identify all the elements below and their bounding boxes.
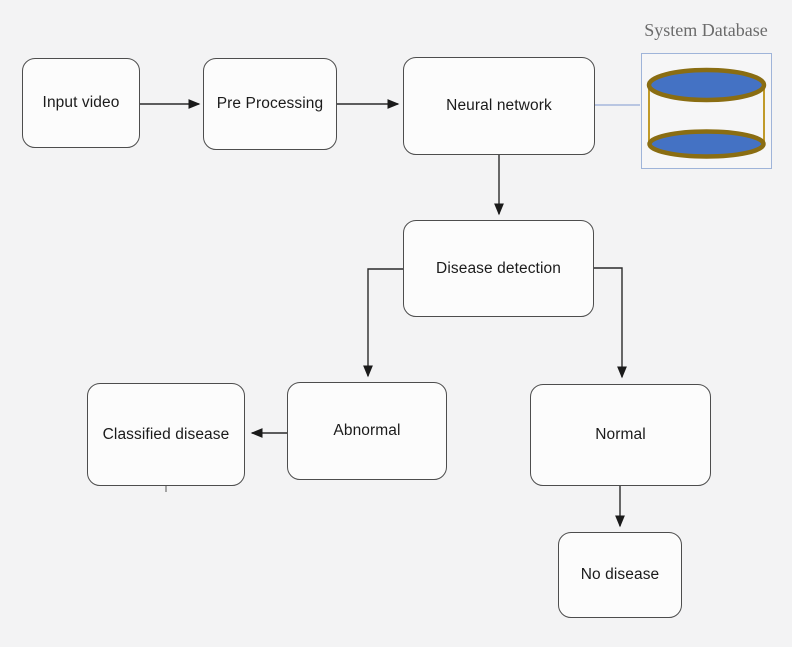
node-label: No disease xyxy=(580,566,660,583)
node-label: Abnormal xyxy=(333,422,401,439)
node-label: Input video xyxy=(42,94,120,111)
node-neural-network: Neural network xyxy=(403,57,595,155)
database-top-disk xyxy=(646,67,767,103)
node-label: Pre Processing xyxy=(216,95,324,112)
edge-diseasedetection-abnormal xyxy=(363,268,403,378)
system-database-frame xyxy=(641,53,772,169)
node-disease-detection: Disease detection xyxy=(403,220,594,317)
node-no-disease: No disease xyxy=(558,532,682,618)
database-icon xyxy=(646,67,767,159)
node-classified-disease: Classified disease xyxy=(87,383,245,486)
node-input-video: Input video xyxy=(22,58,140,148)
edge-diseasedetection-normal xyxy=(594,267,627,379)
database-bottom-disk xyxy=(647,129,766,159)
node-label: Classified disease xyxy=(102,425,230,443)
node-normal: Normal xyxy=(530,384,711,486)
node-label: Disease detection xyxy=(436,259,561,277)
system-database-label: System Database xyxy=(644,20,768,40)
node-abnormal: Abnormal xyxy=(287,382,447,480)
node-label: Normal xyxy=(595,426,646,443)
node-label: Neural network xyxy=(446,97,552,114)
node-pre-processing: Pre Processing xyxy=(203,58,337,150)
